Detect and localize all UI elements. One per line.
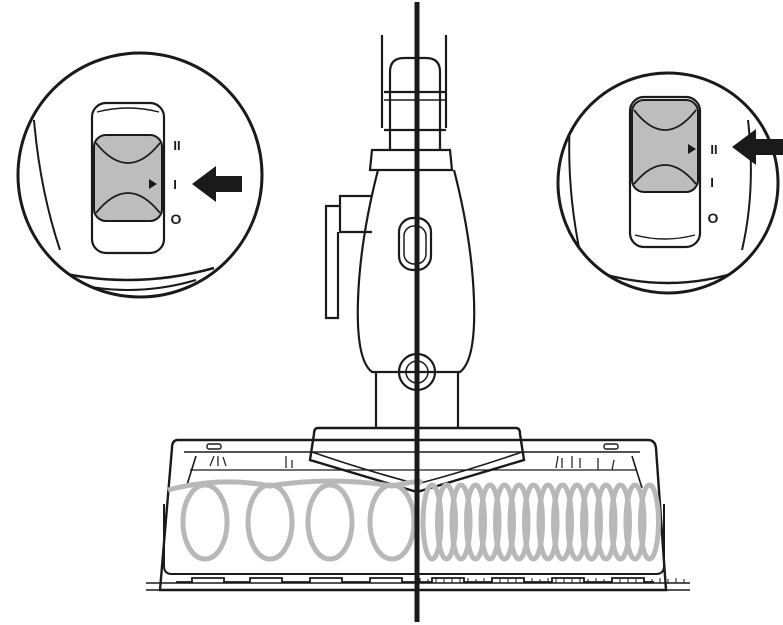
brushroll-loop-slow — [245, 482, 295, 562]
brushroll-loop-fast — [551, 482, 574, 562]
brushroll-arc — [167, 478, 423, 493]
brushroll-loop-fast — [609, 482, 632, 562]
brushroll-loop-fast — [536, 482, 560, 562]
label-low: I — [173, 177, 177, 192]
brushroll-loop-fast — [464, 482, 487, 562]
label-high: II — [710, 142, 717, 157]
brushroll-loop-fast — [435, 482, 458, 562]
brushroll-loop-fast — [638, 482, 661, 562]
label-high: II — [173, 138, 180, 153]
brushroll-loop-fast — [493, 482, 516, 562]
brushroll-loop-fast — [449, 482, 473, 562]
brushroll-loop-fast — [580, 482, 603, 562]
pointer-arrow-icon — [192, 166, 242, 202]
label-off: O — [708, 210, 719, 226]
switch-slider — [93, 134, 163, 222]
left-switch-detail: II I I O — [16, 51, 264, 299]
brushroll-loop-slow — [180, 482, 230, 562]
brushroll-loop-slow — [305, 482, 355, 562]
switch-slider — [631, 99, 699, 193]
brushroll-loop-slow — [367, 482, 417, 562]
brushroll-loop-fast — [522, 482, 545, 562]
brushroll-loop-fast — [420, 482, 444, 562]
right-switch-detail: II II I O — [556, 71, 783, 295]
brushroll-loop-fast — [623, 482, 647, 562]
label-low: I — [710, 175, 714, 190]
label-off: O — [171, 211, 182, 227]
brushroll-loop-fast — [478, 482, 502, 562]
vacuum-wand — [324, 35, 476, 428]
brushroll-coils — [167, 478, 661, 562]
pointer-arrow-icon — [732, 129, 783, 165]
brushroll-loop-fast — [594, 482, 618, 562]
brushroll-loop-fast — [565, 482, 589, 562]
position-indicator-icon — [688, 144, 696, 154]
position-indicator-icon — [149, 179, 157, 189]
brushroll-loop-fast — [507, 482, 531, 562]
